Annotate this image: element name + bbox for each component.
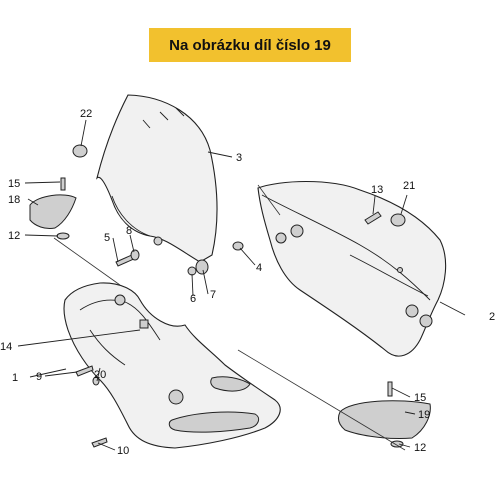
callout-6: 6 xyxy=(190,293,196,305)
part-18-cover-left xyxy=(29,194,77,229)
callout-4: 4 xyxy=(256,262,262,274)
callout-18: 18 xyxy=(8,194,20,206)
banner-text: Na obrázku díl číslo 19 xyxy=(169,36,331,54)
callout-15-left: 15 xyxy=(8,178,20,190)
callout-15-right: 15 xyxy=(414,392,426,404)
callout-9: 9 xyxy=(36,371,42,383)
part-2-side-body xyxy=(257,181,447,357)
callout-3: 3 xyxy=(236,152,242,164)
callout-2: 2 xyxy=(489,311,495,323)
leader-lines xyxy=(17,119,466,451)
callout-13: 13 xyxy=(371,184,383,196)
callout-20: 20 xyxy=(94,369,106,381)
callout-5: 5 xyxy=(104,232,110,244)
part-3-upper-shield xyxy=(95,94,218,263)
callout-12-left: 12 xyxy=(8,230,20,242)
part-19-cover-right xyxy=(337,400,431,439)
part-number-banner: Na obrázku díl číslo 19 xyxy=(149,28,351,62)
callout-14: 14 xyxy=(0,341,12,353)
callout-19: 19 xyxy=(418,409,430,421)
callout-22: 22 xyxy=(80,108,92,120)
part-1-front-lower-body xyxy=(63,282,281,449)
callout-21: 21 xyxy=(403,180,415,192)
callout-8: 8 xyxy=(126,225,132,237)
callout-1: 1 xyxy=(12,372,18,384)
callout-10: 10 xyxy=(117,445,129,457)
callout-12-right: 12 xyxy=(414,442,426,454)
callout-7: 7 xyxy=(210,289,216,301)
reference-lines xyxy=(53,184,406,451)
